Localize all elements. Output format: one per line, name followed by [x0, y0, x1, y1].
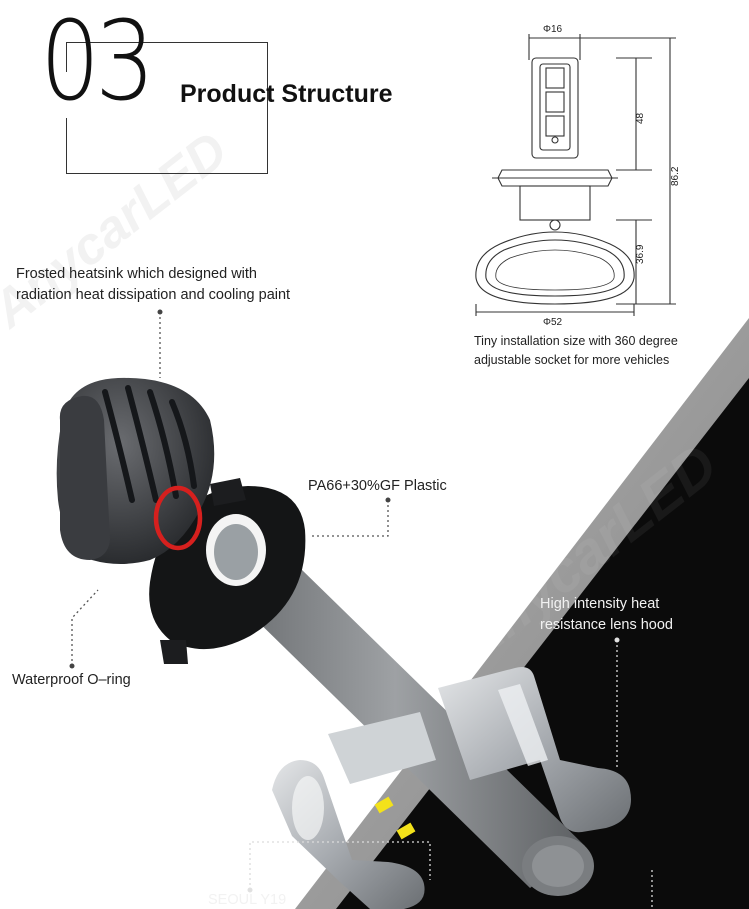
section-number: 03 [40, 0, 155, 125]
led-chips [374, 796, 416, 840]
callout-lens-line2: resistance lens hood [540, 617, 673, 633]
dim-lower-height: 36.9 [635, 244, 646, 264]
callout-heatsink: Frosted heatsink which designed with rad… [16, 264, 290, 306]
title-frame-gap [60, 72, 220, 118]
heatsink [56, 377, 215, 564]
callout-heatsink-line1: Frosted heatsink which designed with [16, 266, 257, 282]
callout-heatsink-line2: radiation heat dissipation and cooling p… [16, 287, 291, 303]
dimension-caption: Tiny installation size with 360 degree a… [474, 332, 678, 370]
callout-chip: SEOUL Y19 [208, 892, 287, 908]
dim-top-diameter: Φ16 [543, 24, 563, 35]
heatsink-outline [475, 231, 635, 305]
dim-base-diameter: Φ52 [543, 317, 563, 328]
chip-leader [249, 841, 431, 890]
page-title: Product Structure [180, 80, 393, 108]
dim-total-height: 86.2 [670, 166, 681, 186]
oring [153, 485, 203, 551]
plastic-leader [310, 500, 389, 537]
callout-lens-line1: High intensity heat [540, 596, 660, 612]
led-head-outline [531, 57, 579, 159]
dimension-caption-line2: adjustable socket for more vehicles [474, 353, 670, 367]
dim-upper-height: 48 [635, 112, 646, 124]
dimension-caption-line1: Tiny installation size with 360 degree [474, 334, 678, 348]
callout-oring: Waterproof O–ring [12, 672, 131, 688]
callout-plastic: PA66+30%GF Plastic [308, 478, 447, 494]
oring-leader [71, 589, 99, 666]
lens-hood-left [272, 712, 436, 909]
callout-lens-hood: High intensity heat resistance lens hood [540, 594, 673, 636]
lens-hood-right [438, 667, 631, 833]
dimension-drawing: Φ16 Φ52 48 86.2 36.9 [475, 24, 681, 328]
